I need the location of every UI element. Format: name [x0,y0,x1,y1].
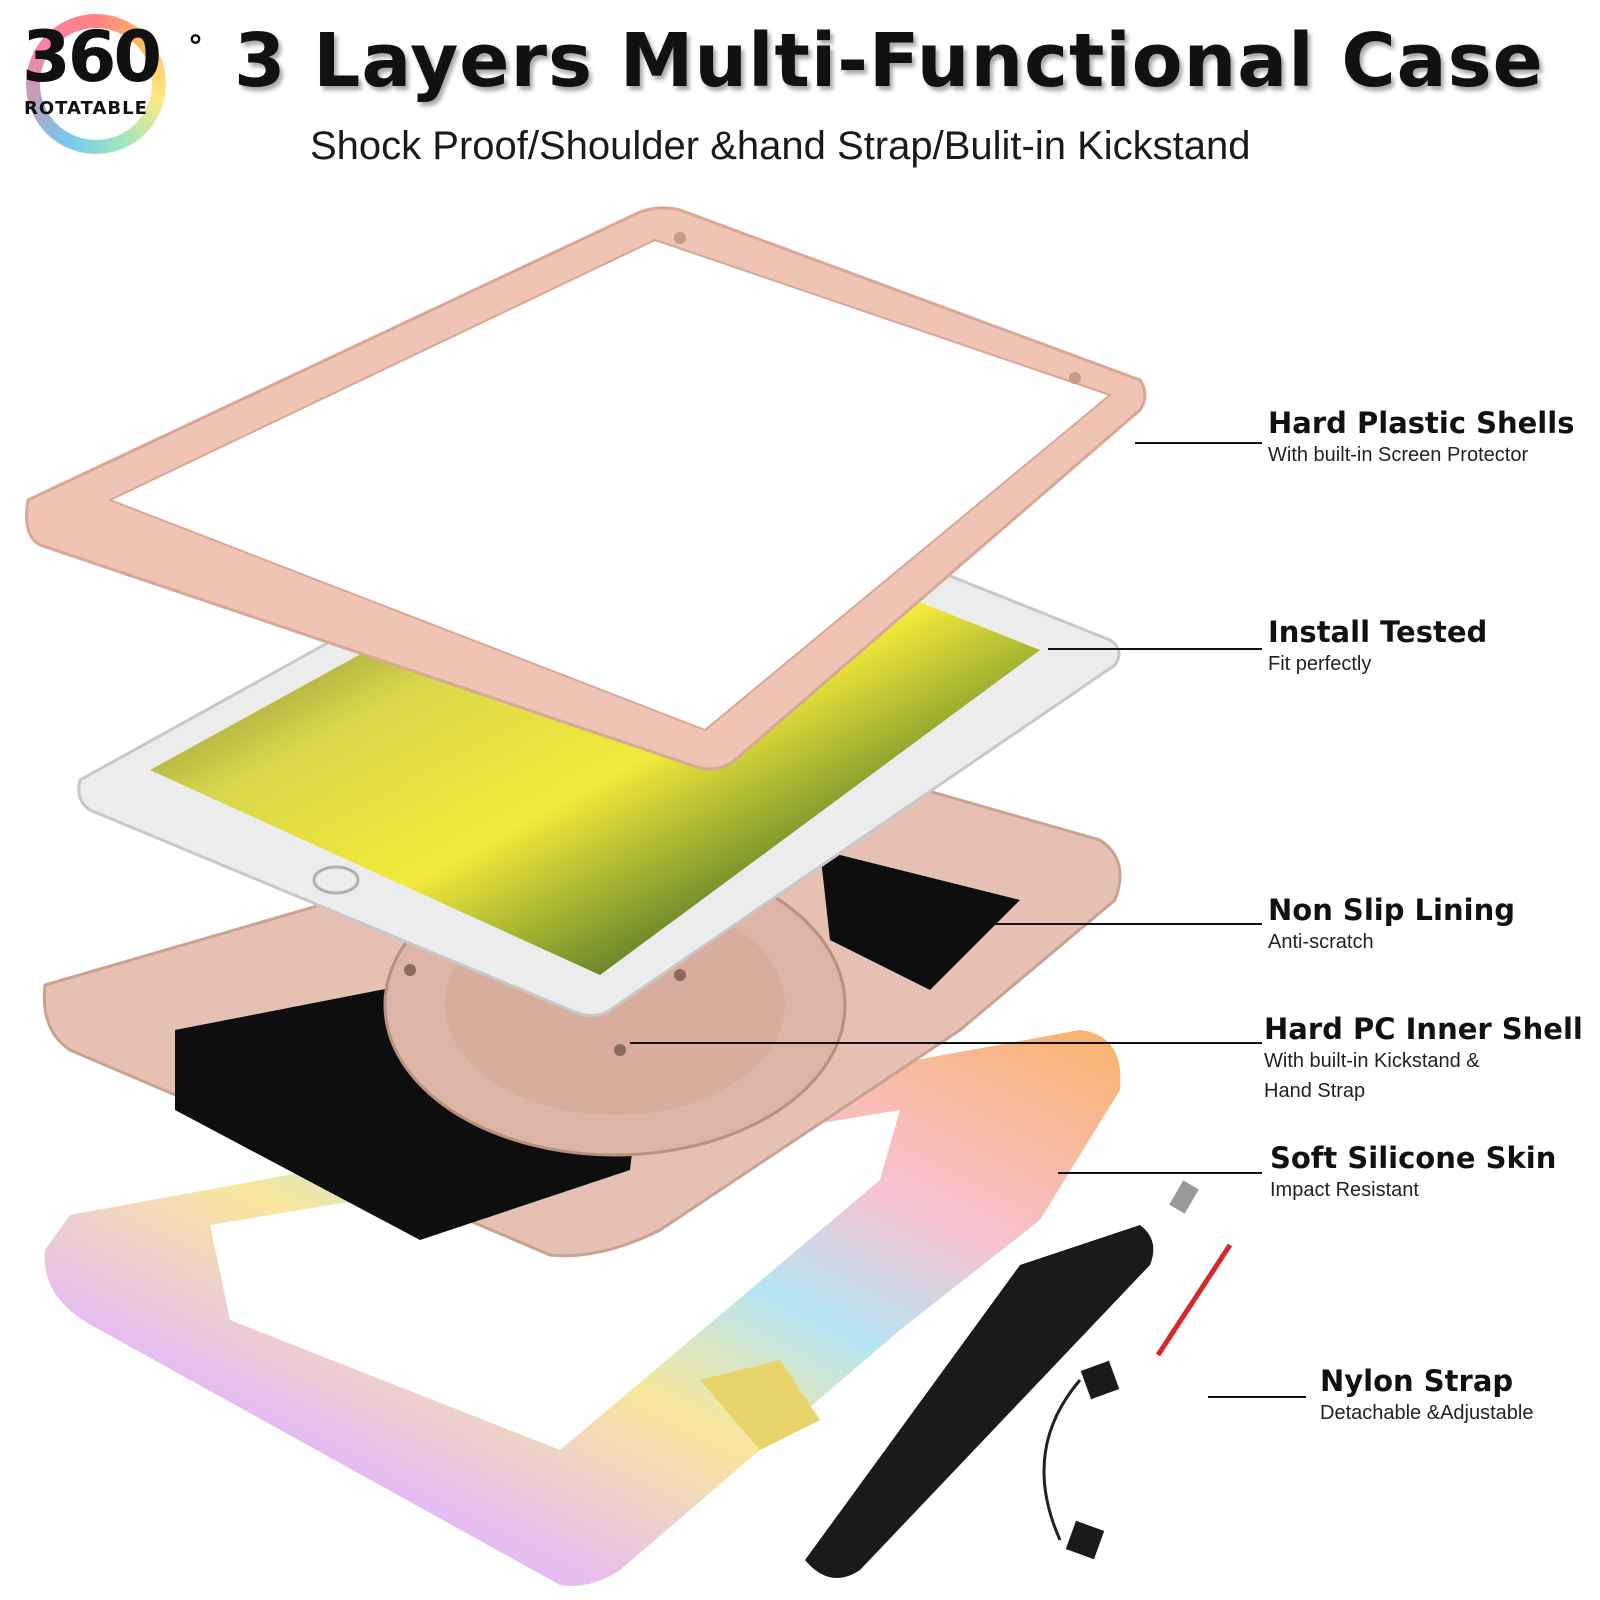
nylon-strap [805,1180,1233,1578]
callout-title: Soft Silicone Skin [1270,1141,1557,1175]
callout-desc: Fit perfectly [1268,652,1372,675]
callout-hard-pc-inner-shell: Hard PC Inner Shell With built-in Kickst… [1264,1012,1583,1106]
callout-title: Hard Plastic Shells [1268,406,1575,440]
callout-title: Nylon Strap [1320,1364,1514,1398]
hard-plastic-frame [25,206,1147,771]
badge-degree: ° [188,30,203,65]
callout-title: Hard PC Inner Shell [1264,1012,1583,1046]
callout-desc: Detachable &Adjustable [1320,1401,1534,1424]
badge-number: 360 [22,16,162,98]
silicone-skin [44,1030,1121,1586]
callout-soft-silicone-skin: Soft Silicone Skin Impact Resistant [1270,1141,1557,1205]
callout-hard-plastic-shells: Hard Plastic Shells With built-in Screen… [1268,406,1575,470]
rotate-360-icon: 360 ° ROTATABLE [18,8,203,154]
callout-desc: With built-in Screen Protector [1268,443,1529,466]
callout-title: Install Tested [1268,615,1488,649]
callout-title: Non Slip Lining [1268,893,1515,927]
badge-label: ROTATABLE [24,98,148,119]
callout-non-slip-lining: Non Slip Lining Anti-scratch [1268,893,1515,957]
callout-install-tested: Install Tested Fit perfectly [1268,615,1488,679]
callout-desc: Hand Strap [1264,1079,1366,1102]
callout-leader-lines [630,442,1306,1398]
callout-desc: Anti-scratch [1268,930,1374,953]
page-subtitle: Shock Proof/Shoulder &hand Strap/Bulit-i… [310,124,1251,168]
callout-desc: Impact Resistant [1270,1178,1419,1201]
page-title: 3 Layers Multi-Functional Case [234,18,1544,104]
callout-desc: With built-in Kickstand & [1264,1049,1480,1072]
callout-nylon-strap: Nylon Strap Detachable &Adjustable [1320,1364,1534,1428]
